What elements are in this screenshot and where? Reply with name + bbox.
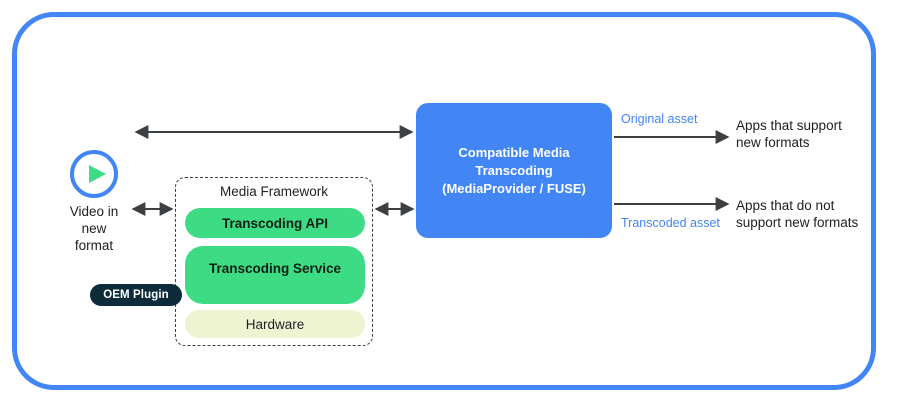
layer-hardware: Hardware (185, 310, 365, 338)
edge-label-original-asset: Original asset (621, 112, 698, 126)
layer-transcoding-service: Transcoding Service (185, 246, 365, 304)
compatible-media-transcoding-box: Compatible Media Transcoding (MediaProvi… (416, 103, 612, 238)
play-triangle-icon (89, 165, 106, 183)
consumer-unsupported-apps: Apps that do not support new formats (736, 198, 859, 230)
media-framework-container: Media Framework Transcoding API Transcod… (175, 177, 373, 346)
consumer-supported-apps: Apps that support new formats (736, 118, 842, 150)
video-source-caption: Video in new format (69, 204, 119, 253)
oem-plugin-badge: OEM Plugin (90, 284, 182, 306)
layer-transcoding-api: Transcoding API (185, 208, 365, 238)
play-circle-icon (70, 150, 118, 198)
media-framework-title: Media Framework (219, 184, 329, 199)
edge-label-transcoded-asset: Transcoded asset (621, 216, 720, 230)
